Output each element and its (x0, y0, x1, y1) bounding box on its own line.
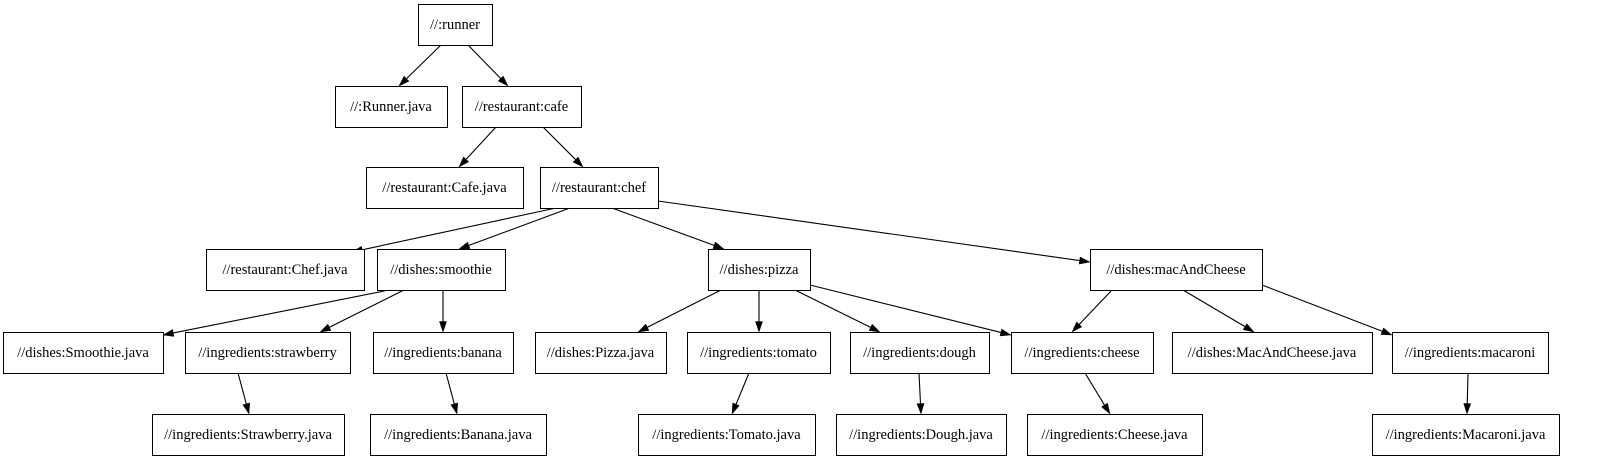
graph-edge (237, 372, 250, 415)
node-label: //ingredients:banana (384, 345, 502, 361)
graph-edge (439, 290, 447, 333)
node-box (708, 249, 811, 291)
node-label: //restaurant:chef (552, 180, 646, 196)
node-label: //ingredients:Cheese.java (1041, 427, 1188, 443)
node-layer: //:runner //:Runner.java //restaurant:cafe… (3, 4, 1560, 456)
node-label: //ingredients:Dough.java (849, 427, 993, 443)
node-box (1027, 414, 1203, 456)
graph-edge (319, 289, 405, 333)
graph-edge (809, 284, 1012, 337)
node-label: //dishes:Pizza.java (547, 345, 655, 361)
node-box (373, 332, 514, 374)
graph-node-strawberry-java[interactable]: //ingredients:Strawberry.java (152, 414, 345, 456)
node-label: //ingredients:cheese (1024, 345, 1139, 361)
graph-node-runner-java[interactable]: //:Runner.java (335, 86, 448, 128)
graph-node-ing-macaroni[interactable]: //ingredients:macaroni (1392, 332, 1549, 374)
node-box (638, 414, 816, 456)
node-box (687, 332, 831, 374)
graph-node-dishes-smoothie[interactable]: //dishes:smoothie (377, 249, 506, 291)
node-box (366, 167, 524, 209)
node-label: //dishes:smoothie (390, 262, 492, 278)
graph-node-dough-java[interactable]: //ingredients:Dough.java (836, 414, 1007, 456)
graph-edge (542, 126, 584, 168)
graph-edge (1084, 372, 1111, 415)
graph-node-runner[interactable]: //:runner (418, 4, 493, 46)
graph-edge (1463, 372, 1472, 415)
graph-node-dishes-mac[interactable]: //dishes:macAndCheese (1090, 249, 1263, 291)
graph-node-macaroni-java[interactable]: //ingredients:Macaroni.java (1372, 414, 1560, 456)
node-label: //ingredients:Strawberry.java (164, 427, 332, 443)
node-box (1392, 332, 1549, 374)
node-box (370, 414, 547, 456)
node-box (335, 86, 448, 128)
node-label: //ingredients:dough (863, 345, 977, 361)
graph-edge (916, 372, 925, 415)
graph-node-banana-java[interactable]: //ingredients:Banana.java (370, 414, 547, 456)
node-label: //restaurant:cafe (475, 99, 568, 115)
node-label: //restaurant:Chef.java (222, 262, 348, 278)
node-box (185, 332, 351, 374)
graph-edge (755, 290, 763, 333)
graph-edge (637, 289, 722, 333)
graph-node-restaurant-cafe[interactable]: //restaurant:cafe (462, 86, 582, 128)
graph-node-ing-tomato[interactable]: //ingredients:tomato (687, 332, 831, 374)
graph-edge (1182, 289, 1255, 333)
graph-edge (351, 207, 557, 254)
graph-edge (1261, 284, 1393, 336)
node-box (152, 414, 345, 456)
graph-edge (162, 289, 390, 337)
node-label: //ingredients:Tomato.java (652, 427, 801, 443)
graph-node-ing-dough[interactable]: //ingredients:dough (850, 332, 990, 374)
node-label: //dishes:Smoothie.java (17, 345, 149, 361)
node-box (1172, 332, 1373, 374)
graph-edge (458, 207, 571, 250)
node-box (206, 249, 365, 291)
graph-node-smoothie-java[interactable]: //dishes:Smoothie.java (3, 332, 164, 374)
node-label: //restaurant:Cafe.java (382, 180, 507, 196)
graph-edge (611, 207, 725, 250)
node-label: //dishes:pizza (720, 262, 799, 278)
graph-edge (445, 372, 458, 415)
node-label: //ingredients:Banana.java (384, 427, 532, 443)
node-box (1011, 332, 1154, 374)
node-label: //:Runner.java (350, 99, 432, 115)
node-label: //ingredients:macaroni (1405, 345, 1535, 361)
graph-node-cheese-java[interactable]: //ingredients:Cheese.java (1027, 414, 1203, 456)
graph-node-restaurant-chef[interactable]: //restaurant:chef (540, 167, 659, 209)
graph-node-ing-strawberry[interactable]: //ingredients:strawberry (185, 332, 351, 374)
graph-edge (731, 372, 750, 415)
node-label: //ingredients:tomato (700, 345, 817, 361)
node-box (1090, 249, 1263, 291)
graph-edge (467, 44, 509, 87)
node-label: //dishes:macAndCheese (1106, 262, 1245, 278)
graph-edge (458, 126, 497, 168)
graph-node-cafe-java[interactable]: //restaurant:Cafe.java (366, 167, 524, 209)
node-label: //dishes:MacAndCheese.java (1188, 345, 1357, 361)
node-box (3, 332, 164, 374)
node-box (540, 167, 659, 209)
node-label: //ingredients:strawberry (198, 345, 337, 361)
graph-edge (398, 44, 442, 87)
graph-node-chef-java[interactable]: //restaurant:Chef.java (206, 249, 365, 291)
graph-edge (794, 289, 881, 333)
node-box (462, 86, 582, 128)
node-box (850, 332, 990, 374)
node-box (1372, 414, 1560, 456)
node-box (535, 332, 667, 374)
graph-edge (657, 200, 1091, 265)
graph-node-tomato-java[interactable]: //ingredients:Tomato.java (638, 414, 816, 456)
graph-node-pizza-java[interactable]: //dishes:Pizza.java (535, 332, 667, 374)
node-label: //:runner (430, 17, 480, 33)
node-box (377, 249, 506, 291)
graph-node-mac-java[interactable]: //dishes:MacAndCheese.java (1172, 332, 1373, 374)
node-box (418, 4, 493, 46)
graph-node-ing-cheese[interactable]: //ingredients:cheese (1011, 332, 1154, 374)
node-label: //ingredients:Macaroni.java (1386, 427, 1546, 443)
graph-node-dishes-pizza[interactable]: //dishes:pizza (708, 249, 811, 291)
graph-edge (1071, 289, 1113, 333)
node-box (836, 414, 1007, 456)
graph-node-ing-banana[interactable]: //ingredients:banana (373, 332, 514, 374)
